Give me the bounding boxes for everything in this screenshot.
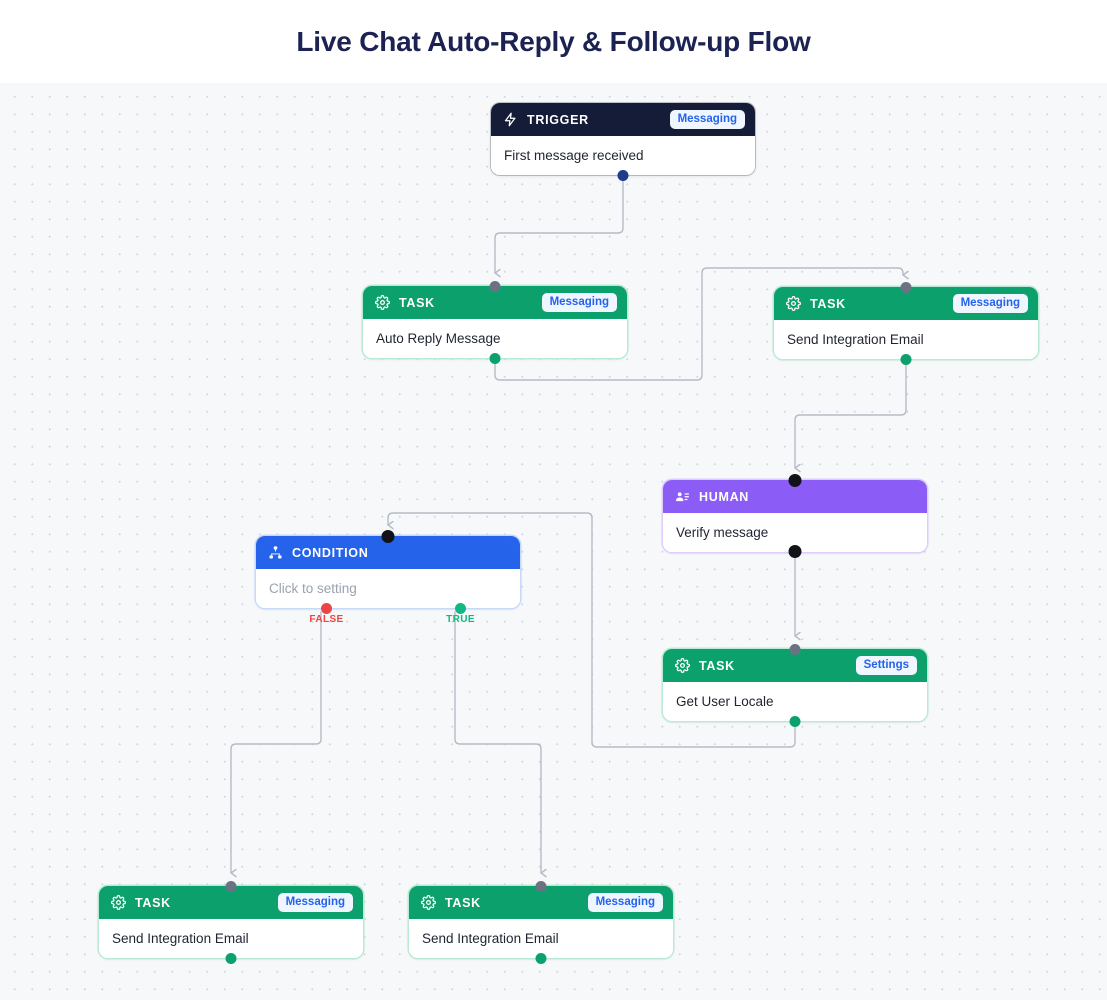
edge-layer: [230, 177, 1107, 1000]
lightning-bolt-icon: [503, 112, 518, 127]
input-port[interactable]: [225, 880, 237, 892]
node-body-text[interactable]: First message received: [491, 136, 755, 175]
node-header: TRIGGER Messaging: [491, 103, 755, 136]
input-port[interactable]: [489, 280, 501, 292]
node-task-send-integration-email-false[interactable]: TASK Messaging Send Integration Email: [99, 880, 363, 964]
node-task-get-user-locale[interactable]: TASK Settings Get User Locale: [663, 643, 927, 727]
node-badge[interactable]: Messaging: [541, 292, 617, 313]
branch-label-true: TRUE: [446, 614, 475, 625]
node-body-text[interactable]: Send Integration Email: [774, 320, 1038, 359]
node-type-label: TASK: [399, 295, 435, 310]
node-type-label: TASK: [445, 895, 481, 910]
node-header: TASK Messaging: [409, 886, 673, 919]
gear-icon: [421, 895, 436, 910]
node-header: TASK Messaging: [99, 886, 363, 919]
node-type-label: TASK: [810, 296, 846, 311]
page-title: Live Chat Auto-Reply & Follow-up Flow: [296, 25, 811, 57]
node-badge[interactable]: Messaging: [952, 293, 1028, 314]
node-type-label: CONDITION: [292, 545, 369, 560]
node-condition[interactable]: CONDITION Click to setting FALSE TRUE: [256, 529, 520, 625]
gear-icon: [111, 895, 126, 910]
branch-label-false: FALSE: [309, 614, 344, 625]
node-body-text[interactable]: Send Integration Email: [99, 919, 363, 958]
node-badge[interactable]: Messaging: [587, 892, 663, 913]
node-body-text[interactable]: Send Integration Email: [409, 919, 673, 958]
output-port[interactable]: [617, 169, 629, 181]
input-port[interactable]: [381, 529, 395, 543]
node-header: TASK Messaging: [363, 286, 627, 319]
input-port[interactable]: [789, 643, 801, 655]
output-port[interactable]: [225, 952, 237, 964]
flow-canvas[interactable]: TRIGGER Messaging First message received: [0, 83, 1107, 1000]
node-task-send-integration-email-right[interactable]: TASK Messaging Send Integration Email: [774, 281, 1038, 365]
node-body-placeholder[interactable]: Click to setting: [256, 569, 520, 608]
edge-auto-reply-to-condition: [494, 267, 903, 381]
node-task-send-integration-email-true[interactable]: TASK Messaging Send Integration Email: [409, 880, 673, 964]
output-port[interactable]: [489, 352, 501, 364]
edge-trigger-to-auto-reply: [494, 177, 624, 273]
edge-condition-true: [454, 611, 541, 873]
node-type-label: TASK: [135, 895, 171, 910]
node-badge[interactable]: Messaging: [277, 892, 353, 913]
input-port[interactable]: [788, 473, 802, 487]
output-port-true[interactable]: [455, 602, 466, 614]
node-badge[interactable]: Messaging: [669, 109, 745, 130]
node-type-label: TRIGGER: [527, 112, 589, 127]
input-port[interactable]: [535, 880, 547, 892]
input-port[interactable]: [900, 281, 912, 293]
output-port[interactable]: [789, 715, 801, 727]
gear-icon: [786, 296, 801, 311]
sitemap-icon: [268, 545, 283, 560]
node-task-auto-reply[interactable]: TASK Messaging Auto Reply Message: [363, 280, 627, 364]
output-port-false[interactable]: [321, 602, 332, 614]
node-human-verify[interactable]: HUMAN Verify message: [663, 473, 927, 558]
node-body-text[interactable]: Get User Locale: [663, 682, 927, 721]
output-port[interactable]: [535, 952, 547, 964]
user-list-icon: [675, 489, 690, 504]
node-badge[interactable]: Settings: [855, 655, 917, 676]
edge-condition-false: [230, 611, 322, 873]
edge-get-user-locale-to-condition: [387, 512, 796, 748]
page-header: Live Chat Auto-Reply & Follow-up Flow: [0, 0, 1107, 83]
node-header: TASK Messaging: [774, 287, 1038, 320]
gear-icon: [675, 658, 690, 673]
node-trigger[interactable]: TRIGGER Messaging First message received: [490, 102, 756, 181]
output-port[interactable]: [900, 353, 912, 365]
node-type-label: TASK: [699, 658, 735, 673]
node-header: TASK Settings: [663, 649, 927, 682]
node-body-text[interactable]: Auto Reply Message: [363, 319, 627, 358]
output-port[interactable]: [788, 544, 802, 558]
gear-icon: [375, 295, 390, 310]
edge-send-email-to-human: [794, 360, 907, 468]
node-type-label: HUMAN: [699, 489, 750, 504]
